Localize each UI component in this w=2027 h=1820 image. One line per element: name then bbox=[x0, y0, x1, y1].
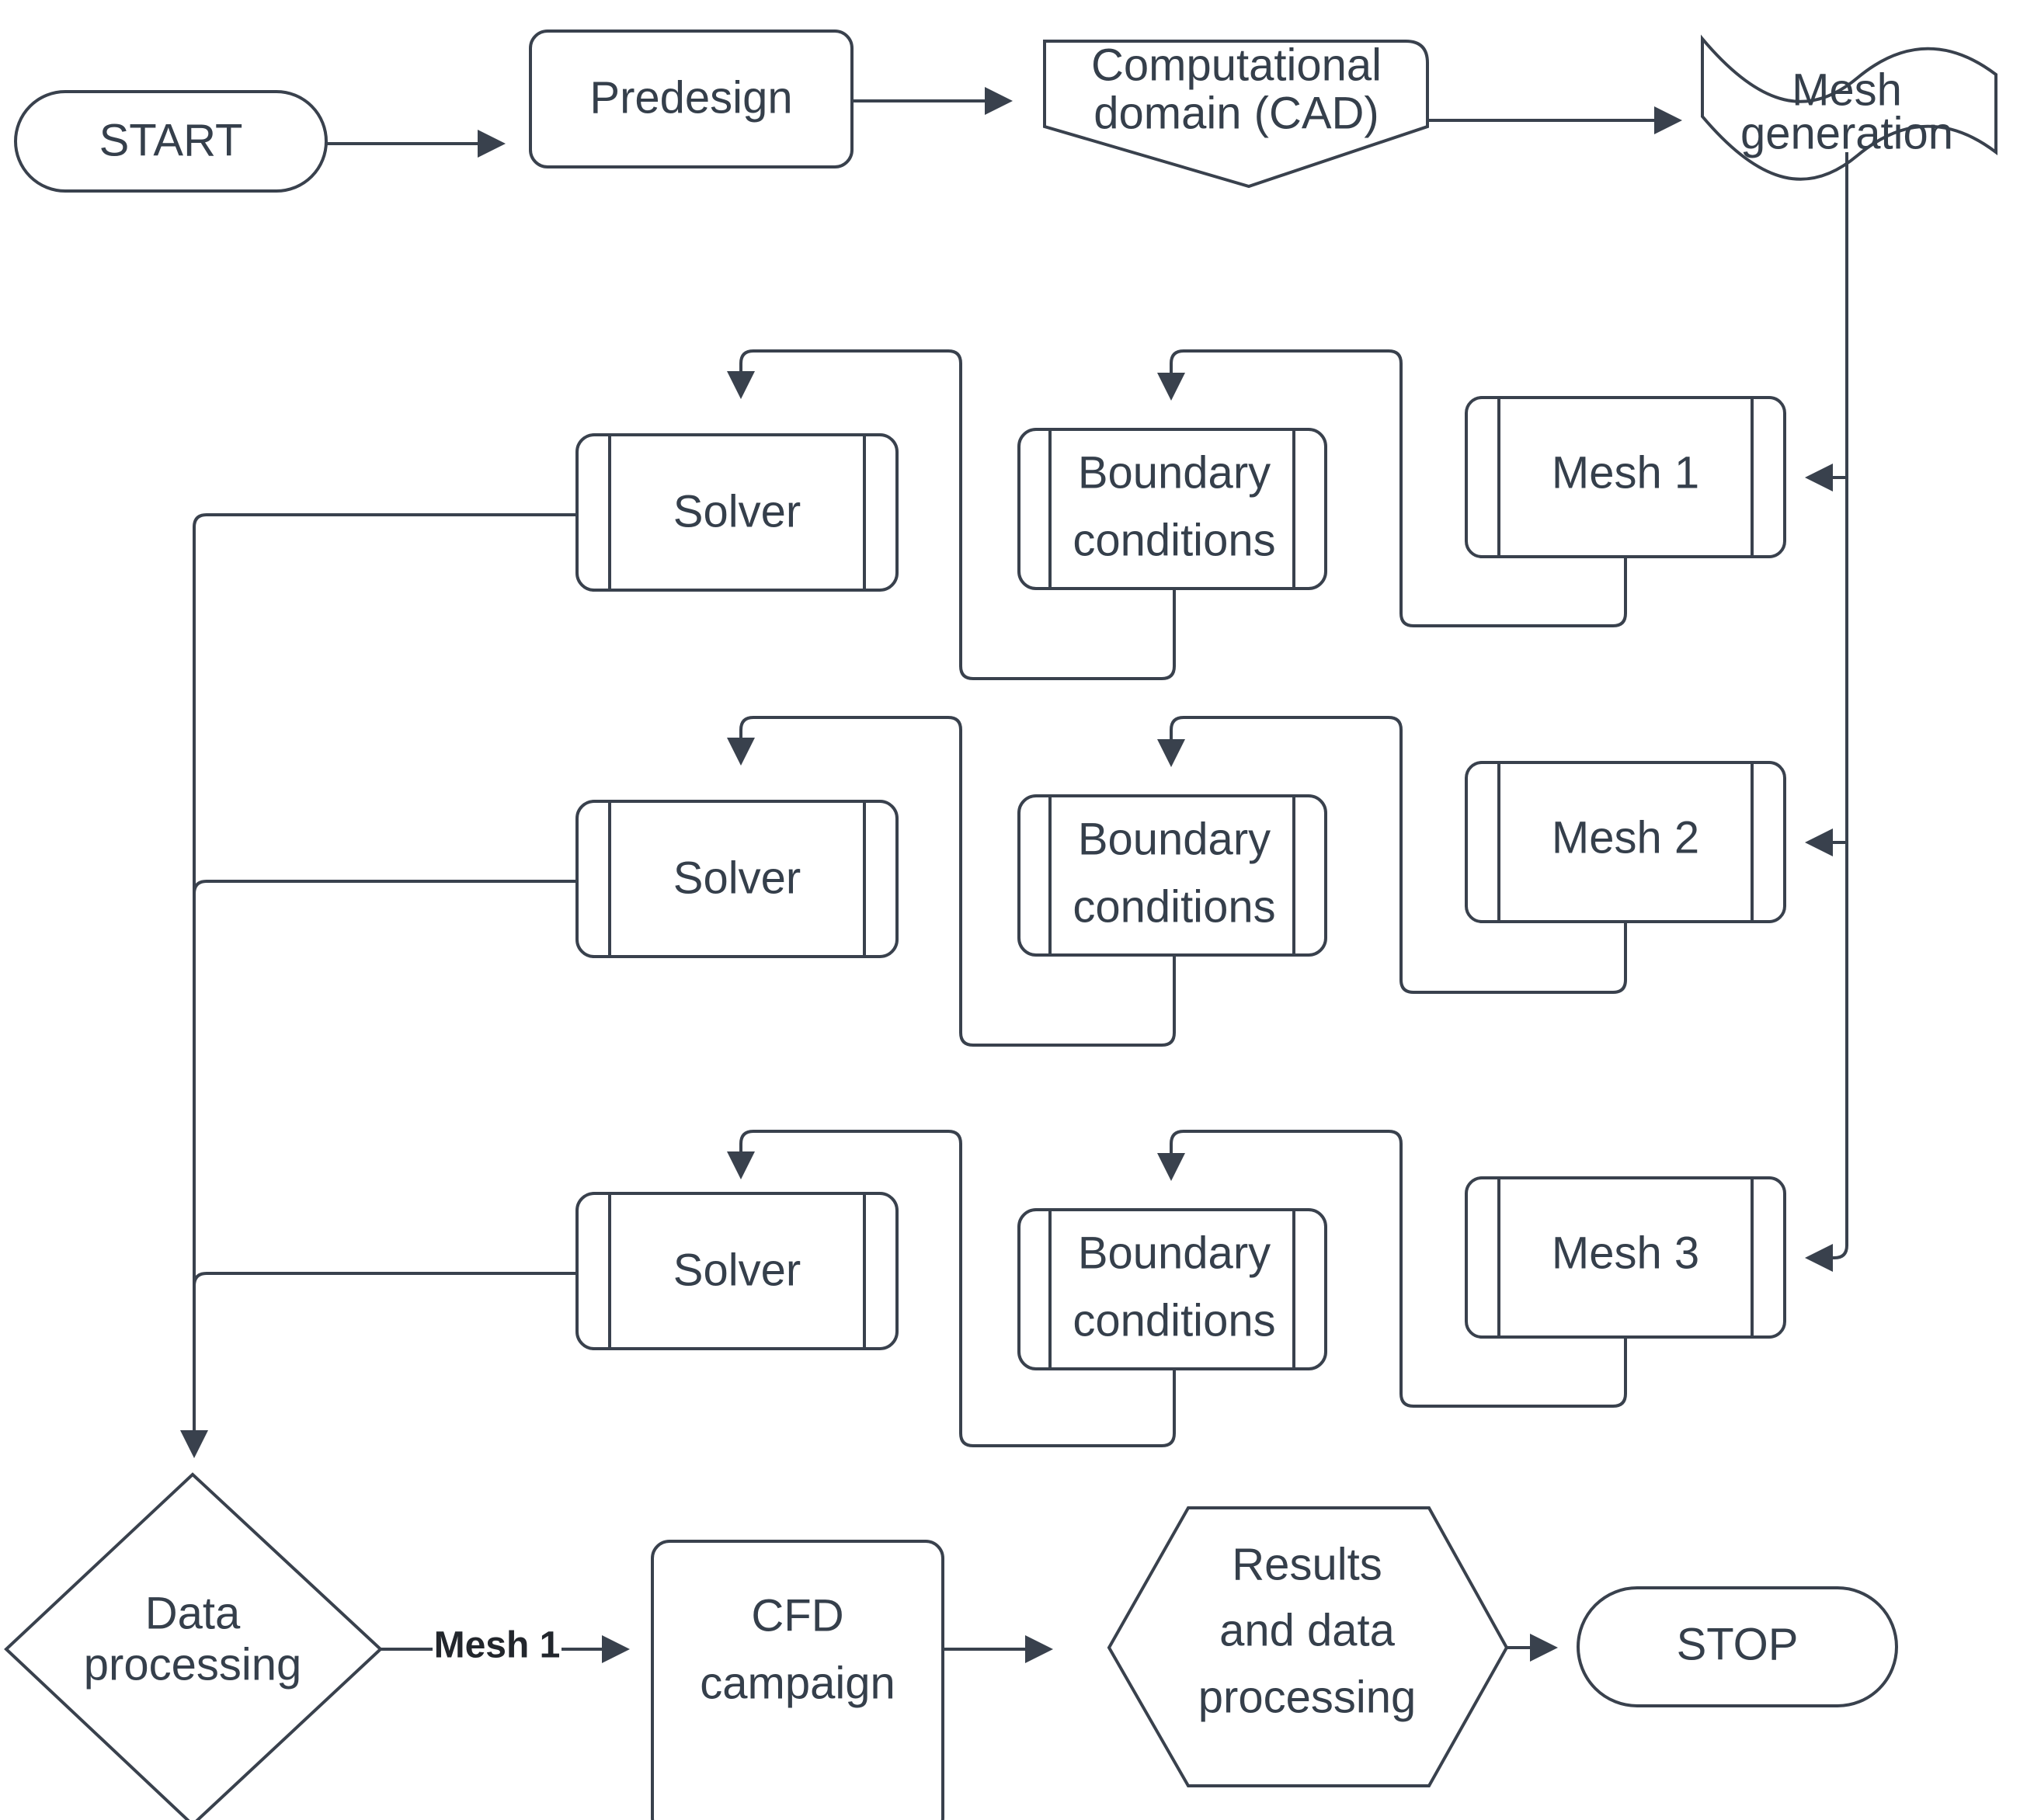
results-label-line1: Results bbox=[1232, 1539, 1382, 1589]
cfd-campaign-shape bbox=[651, 1540, 944, 1820]
solver3-shape bbox=[575, 1192, 899, 1350]
results-shape bbox=[1107, 1506, 1509, 1787]
cad-label-line1: Computational bbox=[1091, 40, 1382, 90]
bc3-shape bbox=[1017, 1208, 1327, 1370]
mesh2-label: Mesh 2 bbox=[1552, 812, 1699, 863]
node-bc1[interactable]: Boundary conditions bbox=[1017, 428, 1327, 590]
node-solver3[interactable]: Solver bbox=[575, 1192, 899, 1350]
bc1-label-line2: conditions bbox=[1073, 515, 1275, 565]
edge-solver1-to-data-processing bbox=[180, 513, 577, 1458]
start-shape bbox=[14, 90, 328, 193]
results-label-line2: and data bbox=[1219, 1605, 1396, 1655]
cfd-campaign-label-line2: campaign bbox=[700, 1658, 895, 1708]
bc3-label-line2: conditions bbox=[1073, 1295, 1275, 1346]
data-processing-shape bbox=[4, 1472, 383, 1820]
node-predesign[interactable]: Predesign bbox=[529, 30, 854, 168]
data-processing-label-line2: processing bbox=[84, 1639, 301, 1690]
edge-bc2-to-solver2 bbox=[727, 716, 1176, 1047]
cad-shape bbox=[1043, 40, 1429, 189]
edge-mesh1-to-bc1 bbox=[1157, 349, 1627, 627]
node-mesh1[interactable]: Mesh 1 bbox=[1465, 396, 1786, 558]
node-bc3[interactable]: Boundary conditions bbox=[1017, 1208, 1327, 1370]
node-solver2[interactable]: Solver bbox=[575, 800, 899, 958]
node-bc2[interactable]: Boundary conditions bbox=[1017, 794, 1327, 957]
bc3-label-line1: Boundary bbox=[1078, 1228, 1271, 1278]
stop-label: STOP bbox=[1677, 1619, 1799, 1669]
mesh-generation-label-line1: Mesh bbox=[1792, 64, 1902, 115]
node-start[interactable]: START bbox=[14, 90, 328, 193]
solver3-label: Solver bbox=[673, 1245, 801, 1295]
bc1-label-line1: Boundary bbox=[1078, 447, 1271, 498]
edge-solver2-to-bus bbox=[193, 880, 577, 894]
mesh-generation-label-line2: generation bbox=[1740, 108, 1953, 158]
edge-bc3-to-solver3 bbox=[727, 1130, 1176, 1447]
node-data-processing[interactable]: Data processing bbox=[4, 1472, 383, 1820]
data-processing-label-line1: Data bbox=[145, 1588, 241, 1638]
node-computational-domain-cad[interactable]: Computational domain (CAD) bbox=[1043, 40, 1429, 189]
start-label: START bbox=[99, 115, 243, 165]
solver2-label: Solver bbox=[673, 853, 801, 903]
node-results[interactable]: Results and data processing bbox=[1107, 1506, 1509, 1787]
solver2-shape bbox=[575, 800, 899, 958]
mesh-generation-shape bbox=[1701, 34, 1997, 181]
solver1-shape bbox=[575, 433, 899, 592]
edge-mesh2-to-bc2 bbox=[1157, 716, 1627, 994]
bc1-shape bbox=[1017, 428, 1327, 590]
edge-bc1-to-solver1 bbox=[727, 349, 1176, 680]
mesh3-label: Mesh 3 bbox=[1552, 1228, 1699, 1278]
node-stop[interactable]: STOP bbox=[1577, 1586, 1898, 1707]
cfd-campaign-label-line1: CFD bbox=[751, 1590, 843, 1641]
node-solver1[interactable]: Solver bbox=[575, 433, 899, 592]
bc2-shape bbox=[1017, 794, 1327, 957]
edge-solver3-to-bus bbox=[193, 1272, 577, 1287]
edge-label-mesh1: Mesh 1 bbox=[434, 1625, 561, 1666]
bc2-label-line1: Boundary bbox=[1078, 814, 1271, 864]
bc2-label-line2: conditions bbox=[1073, 881, 1275, 932]
edge-mesh-generation-bus-to-mesh3 bbox=[1805, 152, 1848, 1272]
predesign-shape bbox=[529, 30, 854, 168]
node-cfd-campaign[interactable]: CFD campaign bbox=[651, 1540, 944, 1820]
results-label-line3: processing bbox=[1198, 1672, 1416, 1722]
predesign-label: Predesign bbox=[589, 72, 792, 123]
node-mesh3[interactable]: Mesh 3 bbox=[1465, 1176, 1786, 1339]
cad-label-line2: domain (CAD) bbox=[1093, 88, 1379, 138]
stop-shape bbox=[1577, 1586, 1898, 1707]
node-mesh2[interactable]: Mesh 2 bbox=[1465, 761, 1786, 923]
mesh1-label: Mesh 1 bbox=[1552, 447, 1699, 498]
solver1-label: Solver bbox=[673, 486, 801, 537]
node-mesh-generation[interactable]: Mesh generation bbox=[1701, 34, 1997, 181]
edge-mesh3-to-bc3 bbox=[1157, 1130, 1627, 1408]
